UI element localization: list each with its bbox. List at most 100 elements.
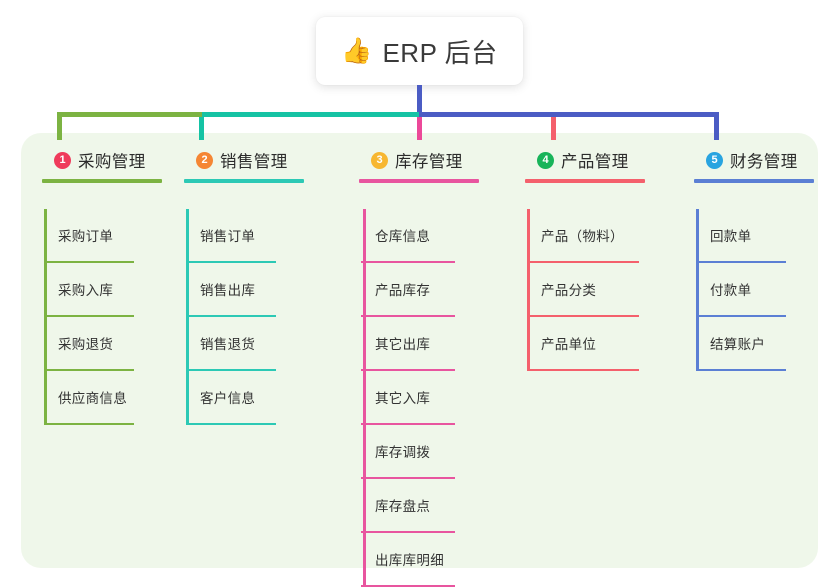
list-item[interactable]: 采购退货 [36, 317, 146, 371]
list-item[interactable]: 产品（物料） [519, 209, 639, 263]
list-item-label: 供应商信息 [58, 391, 127, 406]
list-item[interactable]: 其它入库 [353, 371, 463, 425]
list-item[interactable]: 结算账户 [688, 317, 798, 371]
list-item[interactable]: 库存盘点 [353, 479, 463, 533]
list-item-label: 采购入库 [58, 283, 114, 298]
column-title-caiwu: 财务管理 [730, 153, 798, 171]
column-title-chanpin: 产品管理 [561, 153, 629, 171]
list-item[interactable]: 出库库明细 [353, 533, 463, 587]
column-items-caigou: 采购订单采购入库采购退货供应商信息 [36, 209, 146, 425]
list-item[interactable]: 库存调拨 [353, 425, 463, 479]
list-item[interactable]: 供应商信息 [36, 371, 146, 425]
list-item-label: 回款单 [710, 229, 752, 244]
column-spine-xiaoshou [186, 209, 189, 425]
column-kucun: 3 库存管理仓库信息产品库存其它出库其它入库库存调拨库存盘点出库库明细 [353, 147, 479, 587]
list-item-rule [361, 585, 455, 587]
list-item-label: 库存调拨 [375, 445, 431, 460]
column-items-kucun: 仓库信息产品库存其它出库其它入库库存调拨库存盘点出库库明细 [353, 209, 463, 587]
list-item[interactable]: 采购订单 [36, 209, 146, 263]
column-caigou: 1 采购管理采购订单采购入库采购退货供应商信息 [36, 147, 162, 425]
list-item-rule [44, 369, 134, 371]
segment-teal [202, 112, 419, 117]
list-item[interactable]: 产品库存 [353, 263, 463, 317]
list-item-rule [361, 477, 455, 479]
column-header-rule-kucun [359, 179, 479, 183]
column-badge-caigou: 1 [54, 151, 71, 169]
list-item-rule [696, 261, 786, 263]
column-spine-chanpin [527, 209, 530, 371]
list-item-rule [361, 531, 455, 533]
list-item-label: 客户信息 [200, 391, 256, 406]
thumbs-up-icon: 👍 [341, 36, 373, 65]
list-item[interactable]: 产品分类 [519, 263, 639, 317]
drop-chanpin [551, 112, 556, 140]
column-header-xiaoshou[interactable]: 2 销售管理 [178, 147, 288, 173]
list-item[interactable]: 销售出库 [178, 263, 288, 317]
column-header-chanpin[interactable]: 4 产品管理 [519, 147, 629, 173]
list-item-label: 产品分类 [541, 283, 597, 298]
list-item-label: 产品（物料） [541, 229, 624, 244]
drop-xiaoshou [199, 112, 204, 140]
list-item-label: 产品单位 [541, 337, 597, 352]
list-item[interactable]: 仓库信息 [353, 209, 463, 263]
list-item-rule [527, 315, 639, 317]
column-header-rule-chanpin [525, 179, 645, 183]
column-items-caiwu: 回款单付款单结算账户 [688, 209, 798, 371]
column-header-rule-caigou [42, 179, 162, 183]
list-item-rule [44, 261, 134, 263]
list-item-rule [361, 261, 455, 263]
list-item-label: 结算账户 [710, 337, 766, 352]
list-item-rule [527, 369, 639, 371]
list-item-label: 产品库存 [375, 283, 431, 298]
list-item-label: 仓库信息 [375, 229, 431, 244]
list-item[interactable]: 其它出库 [353, 317, 463, 371]
list-item-rule [361, 315, 455, 317]
list-item-rule [186, 261, 276, 263]
mindmap-panel: 1 采购管理采购订单采购入库采购退货供应商信息 2 销售管理销售订单销售出库销售退货客… [21, 133, 818, 587]
list-item-rule [186, 423, 276, 425]
list-item-rule [44, 315, 134, 317]
column-title-caigou: 采购管理 [78, 153, 146, 171]
column-header-caigou[interactable]: 1 采购管理 [36, 147, 146, 173]
column-badge-chanpin: 4 [537, 151, 554, 169]
column-title-kucun: 库存管理 [395, 153, 463, 171]
drop-kucun [417, 112, 422, 140]
list-item-rule [186, 315, 276, 317]
list-item[interactable]: 回款单 [688, 209, 798, 263]
list-item-label: 其它入库 [375, 391, 431, 406]
column-title-xiaoshou: 销售管理 [220, 153, 288, 171]
list-item[interactable]: 销售订单 [178, 209, 288, 263]
drop-caiwu [714, 112, 719, 140]
list-item-label: 其它出库 [375, 337, 431, 352]
list-item[interactable]: 付款单 [688, 263, 798, 317]
list-item-rule [361, 369, 455, 371]
list-item-label: 采购订单 [58, 229, 114, 244]
column-header-rule-xiaoshou [184, 179, 304, 183]
segment-blue [419, 112, 719, 117]
list-item-rule [696, 369, 786, 371]
column-badge-xiaoshou: 2 [196, 151, 213, 169]
list-item[interactable]: 产品单位 [519, 317, 639, 371]
list-item-rule [527, 261, 639, 263]
column-spine-caigou [44, 209, 47, 425]
column-badge-kucun: 3 [371, 151, 388, 169]
column-items-chanpin: 产品（物料） 产品分类产品单位 [519, 209, 639, 371]
list-item-label: 出库库明细 [375, 553, 444, 568]
column-badge-caiwu: 5 [706, 151, 723, 169]
list-item-rule [44, 423, 134, 425]
list-item-rule [696, 315, 786, 317]
column-header-rule-caiwu [694, 179, 814, 183]
column-items-xiaoshou: 销售订单销售出库销售退货客户信息 [178, 209, 288, 425]
column-spine-caiwu [696, 209, 699, 371]
list-item-label: 销售订单 [200, 229, 256, 244]
list-item[interactable]: 客户信息 [178, 371, 288, 425]
list-item[interactable]: 销售退货 [178, 317, 288, 371]
column-header-kucun[interactable]: 3 库存管理 [353, 147, 463, 173]
list-item-label: 付款单 [710, 283, 752, 298]
list-item[interactable]: 采购入库 [36, 263, 146, 317]
root-node-card[interactable]: 👍 ERP 后台 [316, 17, 523, 85]
connector-trunk [417, 85, 422, 112]
column-header-caiwu[interactable]: 5 财务管理 [688, 147, 798, 173]
column-caiwu: 5 财务管理回款单付款单结算账户 [688, 147, 814, 371]
root-node-content: 👍 ERP 后台 [341, 33, 497, 70]
